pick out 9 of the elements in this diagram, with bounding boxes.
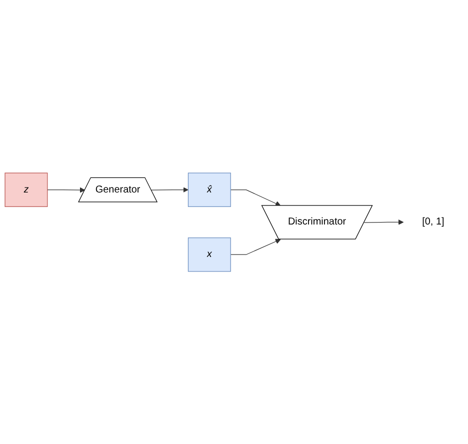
arrow: [47, 187, 86, 193]
arrow: [230, 238, 281, 255]
arrow: [230, 189, 281, 206]
arrow: [364, 219, 404, 225]
node-box: z: [4, 172, 48, 207]
node-box: x̂: [188, 172, 231, 207]
arrow: [151, 186, 188, 192]
node-text: [0, 1]: [422, 216, 444, 227]
node-box: x: [188, 237, 231, 272]
